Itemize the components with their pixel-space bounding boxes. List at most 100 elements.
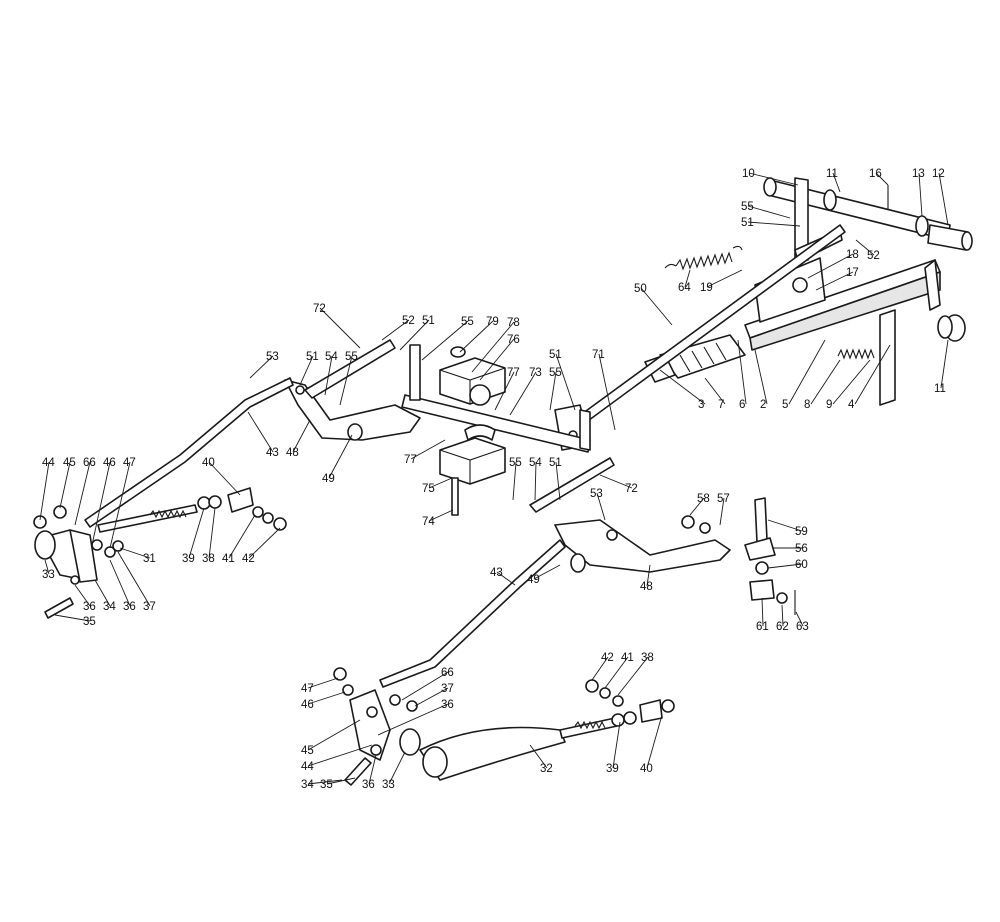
- callout-label-42: 42: [601, 652, 614, 664]
- callout-leader-76: [479, 338, 515, 381]
- callout-leader-37: [414, 687, 449, 707]
- callout-label-44: 44: [301, 761, 314, 773]
- callout-leader-72: [599, 474, 633, 489]
- callout-label-54: 54: [325, 351, 338, 363]
- callout-leader-74: [428, 509, 454, 522]
- callout-leader-77: [494, 371, 515, 411]
- callout-label-38: 38: [641, 652, 654, 664]
- callout-leader-31: [119, 547, 151, 559]
- callout-label-74: 74: [422, 516, 435, 528]
- callout-label-36: 36: [441, 699, 454, 711]
- callout-leader-53: [596, 492, 606, 521]
- callout-leader-36: [109, 559, 131, 607]
- callout-leader-64: [684, 269, 691, 288]
- callout-leader-42: [591, 656, 609, 681]
- frame-rail: [744, 257, 966, 406]
- callout-leader-51: [555, 461, 561, 501]
- callout-leader-61: [761, 597, 764, 627]
- clamp-block-upper: [439, 346, 506, 406]
- callout-leader-77: [410, 439, 446, 460]
- callout-leader-8: [810, 359, 841, 405]
- callout-label-39: 39: [182, 553, 195, 565]
- callout-leader-36: [368, 754, 377, 785]
- center-shaft: [401, 344, 591, 453]
- callout-label-51: 51: [306, 351, 319, 363]
- callout-leader-39: [188, 507, 205, 559]
- callout-label-33: 33: [382, 779, 395, 791]
- callout-label-9: 9: [826, 399, 832, 411]
- callout-label-55: 55: [345, 351, 358, 363]
- callout-leader-33: [388, 751, 406, 785]
- callout-label-11: 11: [934, 383, 946, 395]
- adjuster-handle: [419, 679, 675, 781]
- callout-label-60: 60: [795, 559, 808, 571]
- callout-label-48: 48: [640, 581, 653, 593]
- callout-leader-12: [938, 172, 949, 226]
- hardware-right: [681, 497, 796, 615]
- callout-label-39: 39: [606, 763, 619, 775]
- callout-leader-33: [44, 559, 50, 575]
- callout-leader-47: [307, 677, 339, 689]
- callout-label-61: 61: [756, 621, 769, 633]
- callout-label-55: 55: [509, 457, 522, 469]
- callout-leader-55: [549, 371, 557, 411]
- callout-leader-3: [659, 369, 706, 405]
- callout-label-58: 58: [697, 493, 710, 505]
- callout-label-62: 62: [776, 621, 789, 633]
- callout-label-35: 35: [320, 779, 333, 791]
- callout-label-49: 49: [322, 473, 335, 485]
- callout-label-17: 17: [846, 267, 859, 279]
- callout-label-47: 47: [123, 457, 136, 469]
- link-72-upper: [304, 339, 396, 399]
- callout-label-37: 37: [441, 683, 454, 695]
- callout-leader-55: [339, 355, 353, 406]
- callout-label-48: 48: [286, 447, 299, 459]
- callout-leader-79: [459, 320, 494, 353]
- callout-label-72: 72: [625, 483, 638, 495]
- callout-label-40: 40: [202, 457, 215, 469]
- callout-label-46: 46: [301, 699, 314, 711]
- callout-label-55: 55: [741, 201, 754, 213]
- callout-leader-46: [91, 461, 111, 546]
- long-rod-lower: [379, 539, 566, 688]
- pivot-assembly-lower: [333, 667, 421, 786]
- callout-label-78: 78: [507, 317, 520, 329]
- callout-label-56: 56: [795, 543, 808, 555]
- callout-label-40: 40: [640, 763, 653, 775]
- callout-label-31: 31: [143, 553, 156, 565]
- callout-leader-46: [307, 691, 346, 705]
- callout-label-51: 51: [549, 349, 562, 361]
- callout-label-51: 51: [549, 457, 562, 469]
- callout-leader-32: [529, 744, 548, 769]
- callout-leader-43: [247, 411, 274, 453]
- callout-leader-72: [319, 307, 361, 349]
- callout-label-10: 10: [742, 168, 755, 180]
- callout-label-51: 51: [422, 315, 435, 327]
- callout-leader-75: [428, 477, 453, 489]
- callout-label-43: 43: [266, 447, 279, 459]
- callout-label-34: 34: [301, 779, 314, 791]
- callout-leader-59: [767, 519, 803, 532]
- spring-64: [664, 245, 743, 271]
- callout-label-53: 53: [266, 351, 279, 363]
- callout-label-43: 43: [490, 567, 503, 579]
- callout-leader-34: [94, 579, 111, 607]
- callout-leader-34: [307, 779, 343, 785]
- callout-label-8: 8: [804, 399, 810, 411]
- callout-leader-55: [512, 461, 517, 501]
- callout-label-71: 71: [592, 349, 605, 361]
- callout-leader-39: [612, 721, 621, 769]
- callout-leader-63: [795, 611, 804, 627]
- callout-leader-36: [74, 584, 91, 607]
- callout-leader-35: [326, 777, 356, 785]
- callout-leader-18: [807, 253, 854, 279]
- callout-label-34: 34: [103, 601, 116, 613]
- callout-label-13: 13: [912, 168, 925, 180]
- callout-label-2: 2: [760, 399, 766, 411]
- callout-leader-41: [604, 656, 629, 689]
- clamp-block-lower: [439, 424, 506, 516]
- callout-label-57: 57: [717, 493, 730, 505]
- callout-label-44: 44: [42, 457, 55, 469]
- callout-leader-42: [248, 527, 281, 559]
